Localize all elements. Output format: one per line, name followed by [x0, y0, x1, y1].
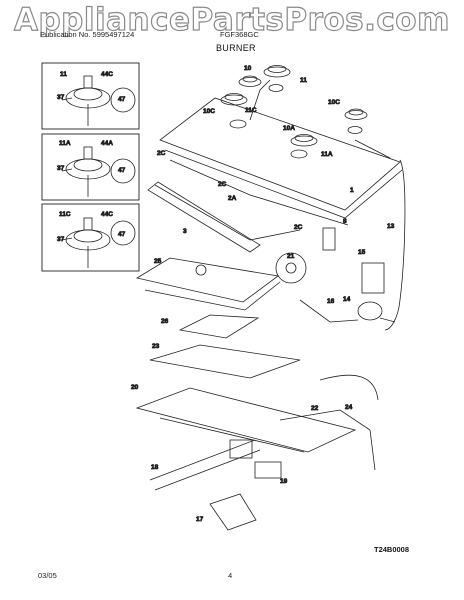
- callout-11c: 11C: [59, 211, 71, 218]
- model-number: FGF368GC: [220, 30, 259, 39]
- callout-16: 16: [327, 298, 335, 305]
- callout-11-top: 11: [300, 77, 307, 84]
- callout-23: 23: [152, 343, 160, 350]
- callout-10c: 10C: [203, 108, 215, 115]
- callout-22: 22: [311, 405, 319, 412]
- callout-26: 26: [161, 318, 169, 325]
- callout-11c-top: 11C: [245, 107, 257, 114]
- burner-frame: [147, 79, 406, 331]
- callout-47c: 47: [118, 231, 126, 238]
- callout-44a: 44A: [101, 140, 113, 147]
- footer-date: 03/05: [38, 571, 57, 580]
- callout-2a: 2A: [228, 195, 237, 202]
- callout-1: 1: [350, 187, 354, 194]
- detail-circle-21: [275, 252, 307, 284]
- callout-13: 13: [387, 223, 395, 230]
- callout-37b: 37: [57, 165, 65, 172]
- callout-2c-right: 2C: [294, 224, 303, 231]
- callout-18: 18: [151, 464, 159, 471]
- callout-20: 20: [131, 384, 139, 391]
- callout-25: 25: [154, 258, 162, 265]
- callout-11: 11: [60, 71, 67, 78]
- publication-number: Publication No. 5995497124: [40, 30, 135, 39]
- callout-37: 37: [57, 94, 65, 101]
- callout-14: 14: [343, 296, 351, 303]
- burner-heads: [220, 65, 368, 159]
- callout-11a: 11A: [59, 140, 71, 147]
- regulator-assembly: [299, 227, 396, 323]
- callout-21: 21: [287, 253, 295, 260]
- callout-19: 19: [280, 478, 288, 485]
- inset-box-11a: [41, 133, 140, 201]
- page-number: 4: [228, 571, 233, 580]
- callout-3: 3: [183, 228, 187, 235]
- callout-2c-mid: 2C: [218, 181, 227, 188]
- watermark: AppliancePartsPros.com: [13, 1, 450, 38]
- callout-10c-right: 10C: [328, 99, 340, 106]
- callout-44c: 44C: [101, 71, 113, 78]
- inset-box-11c: [41, 203, 140, 272]
- lower-panels: [135, 257, 379, 531]
- callout-24: 24: [345, 404, 353, 411]
- callout-17: 17: [196, 516, 204, 523]
- callout-44c-b: 44C: [101, 211, 113, 218]
- callout-8: 8: [343, 218, 347, 225]
- callout-15: 15: [358, 249, 366, 256]
- callout-37c: 37: [57, 236, 65, 243]
- page-title: BURNER: [216, 43, 256, 53]
- inset-box-11: [41, 62, 140, 130]
- callout-47: 47: [118, 96, 126, 103]
- callout-11a-top: 11A: [321, 151, 333, 158]
- diagram-code: T24B0008: [374, 545, 410, 554]
- callout-10a: 10A: [283, 125, 295, 132]
- callout-10: 10: [244, 65, 252, 72]
- callout-2c-left: 2C: [157, 150, 166, 157]
- callout-47b: 47: [118, 167, 126, 174]
